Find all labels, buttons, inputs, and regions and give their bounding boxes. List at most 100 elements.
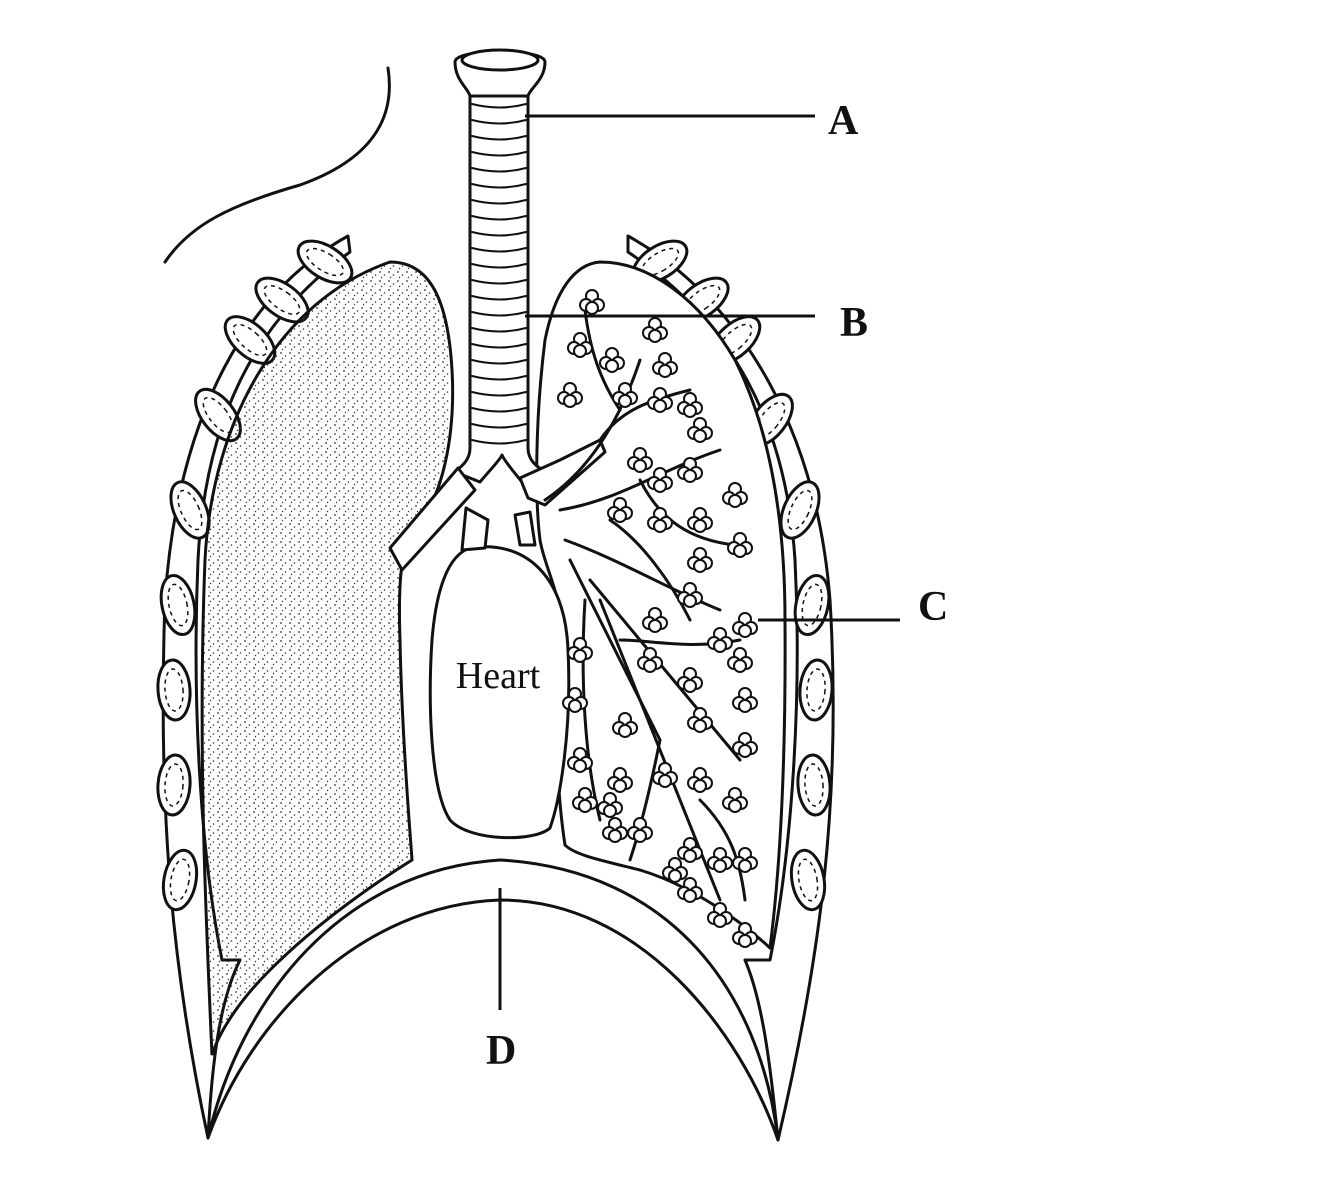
heart-vessels	[460, 506, 537, 552]
bronchiole	[563, 538, 722, 612]
bronchiole	[608, 518, 692, 622]
trachea-ring	[471, 119, 527, 125]
bronchiole	[568, 558, 662, 742]
rib-segment	[789, 848, 827, 912]
left-lung	[200, 260, 455, 1056]
alveoli-cluster	[722, 482, 748, 508]
trachea-ring	[471, 311, 527, 317]
ribs-left	[156, 239, 354, 912]
heart-label: Heart	[456, 655, 541, 697]
rib-segment	[161, 848, 199, 912]
alveoli-cluster	[732, 922, 758, 948]
alveoli-cluster	[707, 627, 733, 653]
alveoli-cluster	[727, 647, 753, 673]
alveoli-cluster	[732, 687, 758, 713]
alveoli-cluster	[652, 762, 678, 788]
alveoli-cluster	[599, 347, 625, 373]
alveoli-cluster	[677, 457, 703, 483]
trachea-ring	[471, 407, 527, 413]
alveoli-cluster	[627, 817, 653, 843]
alveoli-cluster	[647, 507, 673, 533]
trachea-ring	[471, 151, 527, 157]
trachea-ring	[471, 359, 527, 365]
alveoli-cluster	[602, 817, 628, 843]
trachea-ring	[471, 295, 527, 301]
diaphragm	[206, 858, 780, 1142]
alveoli-cluster	[627, 447, 653, 473]
trachea-ring	[471, 231, 527, 237]
alveoli-cluster	[687, 417, 713, 443]
alveoli-cluster	[607, 767, 633, 793]
trachea-ring	[471, 263, 527, 269]
trachea-ring	[471, 215, 527, 221]
trachea-ring	[471, 375, 527, 381]
bronchiole	[581, 598, 602, 822]
neck-outline	[163, 66, 391, 264]
trachea-ring	[471, 167, 527, 173]
alveoli-cluster	[597, 792, 623, 818]
bronchiole	[598, 388, 692, 442]
alveoli-cluster	[572, 787, 598, 813]
label-a: A	[828, 98, 859, 144]
alveoli-cluster	[612, 712, 638, 738]
alveoli-cluster	[642, 317, 668, 343]
rib-segment	[779, 480, 821, 540]
heart	[428, 545, 571, 840]
alveoli-cluster	[579, 289, 605, 315]
alveoli-cluster	[707, 902, 733, 928]
left-bronchus	[388, 466, 477, 572]
alveoli-cluster	[637, 647, 663, 673]
trachea-ring	[471, 279, 527, 285]
trachea-ring	[471, 343, 527, 349]
trachea-ring	[471, 183, 527, 189]
bronchiole	[588, 578, 742, 762]
alveoli-cluster	[607, 497, 633, 523]
alveoli-cluster	[707, 847, 733, 873]
rib-segment	[159, 573, 197, 637]
alveoli-cluster	[687, 547, 713, 573]
alveoli-cluster	[662, 857, 688, 883]
rib-segment	[169, 480, 211, 540]
rib-segment	[796, 753, 832, 817]
alveoli-cluster	[687, 707, 713, 733]
rib-segment	[296, 239, 354, 285]
trachea-ring	[471, 199, 527, 205]
bronchiole	[558, 448, 722, 512]
label-c: C	[918, 584, 948, 630]
alveoli-cluster	[722, 787, 748, 813]
bronchiole	[543, 358, 642, 502]
trachea-ring	[471, 391, 527, 397]
alveoli-cluster	[677, 667, 703, 693]
trachea-ring	[471, 327, 527, 333]
trachea-ring	[471, 423, 527, 429]
bronchiole	[628, 738, 662, 862]
alveoli-cluster	[567, 637, 593, 663]
alveoli-cluster	[652, 352, 678, 378]
trachea	[453, 48, 547, 484]
alveoli-cluster	[612, 382, 638, 408]
bronchiole	[598, 598, 722, 902]
alveoli-cluster	[677, 877, 703, 903]
bronchial-tree	[543, 289, 758, 948]
trachea-ring	[471, 247, 527, 253]
trachea-ring	[471, 103, 527, 109]
alveoli-cluster	[687, 767, 713, 793]
bronchiole	[698, 798, 747, 902]
bronchiole	[638, 478, 737, 547]
alveoli-cluster	[677, 837, 703, 863]
right-bronchus	[518, 438, 607, 507]
label-d: D	[486, 1028, 516, 1074]
alveoli-cluster	[567, 747, 593, 773]
alveoli-cluster	[677, 582, 703, 608]
rib-segment	[156, 753, 192, 817]
alveoli-cluster	[557, 382, 583, 408]
alveoli-cluster	[562, 687, 588, 713]
alveoli-cluster	[677, 392, 703, 418]
alveoli-cluster	[647, 387, 673, 413]
label-b: B	[840, 300, 868, 346]
alveoli-cluster	[687, 507, 713, 533]
alveoli-cluster	[647, 467, 673, 493]
alveoli-cluster	[732, 847, 758, 873]
